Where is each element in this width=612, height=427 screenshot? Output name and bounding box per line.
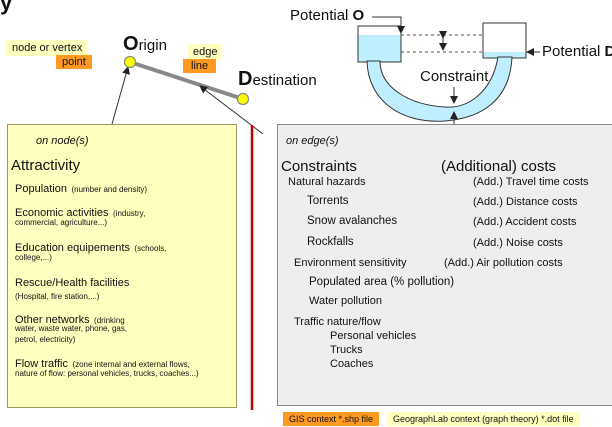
cost-accident: (Add.) Accident costs	[473, 216, 577, 228]
origin-initial: O	[123, 33, 139, 55]
pipe	[366, 56, 513, 122]
potential-o-letter: O	[352, 7, 365, 24]
destination-rest: estination	[252, 72, 317, 89]
title-fragment: y	[0, 0, 13, 15]
constraint-label: Constraint	[420, 68, 489, 85]
traffic-nature: Traffic nature/flow	[294, 316, 381, 328]
personal-vehicles: Personal vehicles	[330, 330, 417, 342]
constraints-title: Constraints	[281, 158, 357, 175]
node-item-economic: Economic activities (industry,	[15, 207, 146, 219]
coaches: Coaches	[330, 358, 374, 370]
node-or-vertex-label: node or vertex	[6, 40, 89, 56]
potential-d-letter: D	[604, 43, 612, 60]
reservoir-origin-water	[358, 35, 401, 62]
cost-air-pollution: (Add.) Air pollution costs	[444, 257, 563, 269]
populated-area: Populated area (% pollution)	[309, 276, 455, 288]
torrents: Torrents	[307, 195, 349, 207]
origin-rest: rigin	[138, 37, 167, 54]
costs-title: (Additional) costs	[441, 158, 557, 175]
node-item-rescue: Rescue/Health facilities	[15, 277, 130, 289]
snow-avalanches: Snow avalanches	[307, 215, 398, 227]
origin-node	[123, 55, 137, 69]
attractivity-title: Attractivity	[11, 157, 81, 174]
node-panel-heading: on node(s)	[36, 135, 89, 147]
edge-panel-heading: on edge(s)	[286, 135, 339, 147]
cost-distance: (Add.) Distance costs	[473, 196, 578, 208]
destination-label: Destination	[238, 68, 317, 91]
origin-label: Origin	[123, 33, 167, 56]
edge-line	[129, 60, 244, 101]
line-label: line	[183, 59, 217, 73]
edge-panel: on edge(s) Constraints (Additional) cost…	[277, 124, 612, 406]
trucks: Trucks	[330, 344, 363, 356]
cost-travel-time: (Add.) Travel time costs	[473, 176, 589, 188]
node-item-networks: Other networks (drinking	[15, 314, 125, 326]
legend-graph: GeographLab context (graph theory) *.dot…	[387, 412, 580, 426]
legend-gis: GIS context *.shp file	[283, 412, 380, 426]
node-item-flow: Flow traffic (zone internal and external…	[15, 358, 190, 370]
potential-o-label: Potential O	[290, 7, 365, 24]
potential-d-label: Potential D	[542, 43, 612, 60]
destination-initial: D	[238, 68, 253, 90]
point-label: point	[56, 55, 92, 69]
environment-sensitivity: Environment sensitivity	[294, 257, 407, 269]
edge-label: edge	[188, 44, 223, 60]
node-arrow	[111, 66, 130, 125]
rockfalls: Rockfalls	[307, 236, 354, 248]
natural-hazards: Natural hazards	[288, 176, 366, 188]
destination-node	[236, 92, 250, 106]
node-panel: on node(s) Attractivity Population (numb…	[7, 124, 237, 408]
cost-noise: (Add.) Noise costs	[473, 237, 563, 249]
node-item-population: Population (number and density)	[15, 183, 148, 195]
node-item-education: Education equipements (schools,	[15, 242, 167, 254]
water-pollution: Water pollution	[309, 295, 382, 307]
reservoir-dest-water	[483, 52, 526, 58]
potential-o-arrow	[372, 16, 405, 34]
